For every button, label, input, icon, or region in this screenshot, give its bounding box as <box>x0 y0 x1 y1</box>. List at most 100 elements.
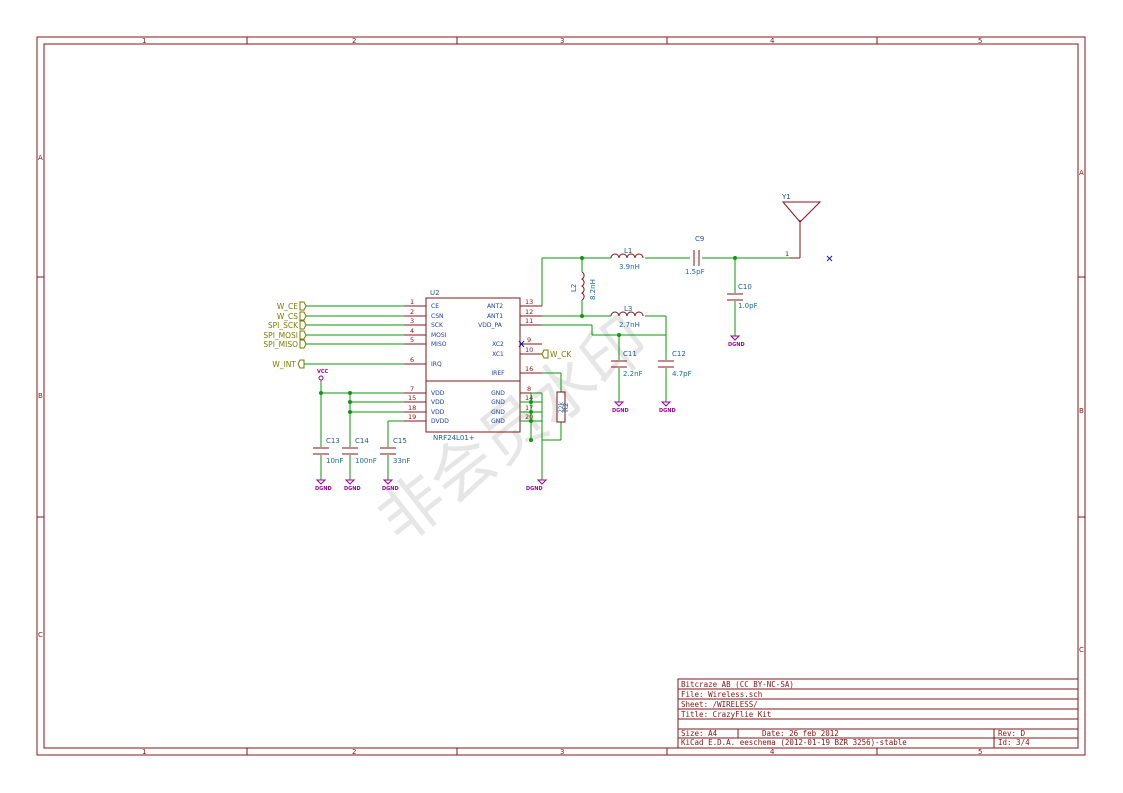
col-label-3: 3 <box>560 37 564 45</box>
no-connect-markers <box>518 255 833 348</box>
u2-pin-name: IRQ <box>431 361 442 368</box>
u2-pin-num: 18 <box>408 404 416 412</box>
row-label-b: B <box>38 392 43 400</box>
title-company: Bitcraze AB (CC BY-NC-SA) <box>681 680 794 689</box>
row-label-b-right: B <box>1079 407 1084 415</box>
gnd-label-c13: DGND <box>315 486 332 492</box>
u2-pin-name: GND <box>491 390 505 397</box>
vcc-label: VCC <box>317 369 329 375</box>
u2-pin-name: CSN <box>431 313 444 320</box>
u2-pin-name: GND <box>491 409 505 416</box>
l2-value: 8.2nH <box>589 279 597 300</box>
u2-pin-num: 15 <box>408 394 416 402</box>
u2-pin-name: DVDD <box>431 418 449 425</box>
u2-pin-num: 16 <box>525 365 533 373</box>
net-label-w-ce: W_CE <box>277 302 298 311</box>
net-label-w-ck: W_CK <box>550 350 572 359</box>
c13-value: 10nF <box>326 457 343 465</box>
net-label-w-cs: W_CS <box>277 312 298 321</box>
u2-pin-num: 11 <box>525 317 533 325</box>
col-label-2-bottom: 2 <box>352 748 356 756</box>
gnd-label-c12: DGND <box>659 408 676 414</box>
l1-value: 3.9nH <box>619 263 640 271</box>
u2-pin-num: 6 <box>410 356 414 364</box>
col-label-2: 2 <box>352 37 356 45</box>
col-label-4: 4 <box>770 37 775 45</box>
gnd-symbols <box>315 335 741 485</box>
c15-symbol <box>380 447 396 455</box>
l2-symbol <box>580 271 585 301</box>
title-tool: KiCad E.D.A. eeschema (2012-01-19 BZR 32… <box>681 738 907 747</box>
u2-pin-name: VDD <box>431 390 445 397</box>
c9-value: 1.5pF <box>685 268 705 276</box>
title-sheet: Sheet: /WIRELESS/ <box>681 700 758 709</box>
u2-pin-name: IREF <box>491 370 505 377</box>
c10-value: 1.0pF <box>738 302 758 310</box>
c12-symbol <box>658 360 674 368</box>
u2-pin-num: 14 <box>525 394 533 402</box>
title-id: Id: 3/4 <box>998 738 1030 747</box>
r2-symbol <box>556 391 566 423</box>
c11-ref: C11 <box>623 350 637 358</box>
title-rev: Rev: D <box>998 729 1026 738</box>
u2-pin-num: 3 <box>410 317 414 325</box>
col-label-3-bottom: 3 <box>560 748 564 756</box>
l3-value: 2.7nH <box>619 321 640 329</box>
gnd-label-u2: DGND <box>526 486 543 492</box>
u2-symbol <box>425 297 521 433</box>
l3-symbol <box>610 311 644 317</box>
u2-pin-name: ANT1 <box>487 313 503 320</box>
row-label-a: A <box>38 154 43 162</box>
u2-pin-num: 13 <box>525 298 533 306</box>
col-label-1-bottom: 1 <box>142 748 146 756</box>
u2-pin-name: SCK <box>431 322 444 329</box>
c14-ref: C14 <box>355 437 369 445</box>
u2-pin-num: 19 <box>408 413 416 421</box>
title-size: Size: A4 <box>681 729 718 738</box>
l2-ref: L2 <box>570 284 578 292</box>
u2-pin-num: 10 <box>525 346 533 354</box>
u2-pin-num: 9 <box>527 336 531 344</box>
y1-ref: Y1 <box>781 193 791 201</box>
global-label-shapes <box>297 301 549 369</box>
c10-ref: C10 <box>738 283 752 291</box>
u2-pin-num: 20 <box>525 413 533 421</box>
sheet-frame <box>36 36 1086 756</box>
col-label-5: 5 <box>978 37 982 45</box>
u2-pin-num: 12 <box>525 308 533 316</box>
title-date: Date: 26 feb 2012 <box>762 729 839 738</box>
title-block <box>677 678 1079 749</box>
gnd-links <box>520 393 542 440</box>
u2-pin-num: 17 <box>525 404 533 412</box>
u2-pin-num: 4 <box>410 327 414 335</box>
u2-pin-num: 7 <box>410 385 414 393</box>
l3-ref: L3 <box>624 305 632 313</box>
gnd-label-c11: DGND <box>612 408 629 414</box>
net-label-w-int: W_INT <box>272 360 296 369</box>
c12-ref: C12 <box>672 350 686 358</box>
u2-pin-name: ANT2 <box>487 303 503 310</box>
wires <box>304 257 790 480</box>
u2-pin-num: 1 <box>410 298 414 306</box>
u2-ref: U2 <box>430 289 440 297</box>
r2-ref: R2 <box>562 403 570 412</box>
y1-pin-num: 1 <box>785 250 789 258</box>
c15-value: 33nF <box>393 457 410 465</box>
r2-value: 22k <box>558 401 565 413</box>
u2-pin-name: XC2 <box>492 341 504 348</box>
c9-symbol <box>693 250 700 266</box>
c9-ref: C9 <box>695 235 704 243</box>
vcc-symbol <box>318 375 324 381</box>
col-label-4-bottom: 4 <box>770 748 775 756</box>
u2-pin-name: VDD <box>431 399 445 406</box>
u2-pin-num: 2 <box>410 308 414 316</box>
c14-value: 100nF <box>355 457 377 465</box>
u2-value: NRF24L01+ <box>433 434 475 442</box>
u2-pin-name: VDD_PA <box>478 322 503 329</box>
antenna-y1-symbol <box>781 201 822 259</box>
row-label-c-right: C <box>1079 646 1084 654</box>
gnd-label-c15: DGND <box>382 486 399 492</box>
gnd-label-c14: DGND <box>344 486 361 492</box>
u2-pin-num: 8 <box>527 385 531 393</box>
